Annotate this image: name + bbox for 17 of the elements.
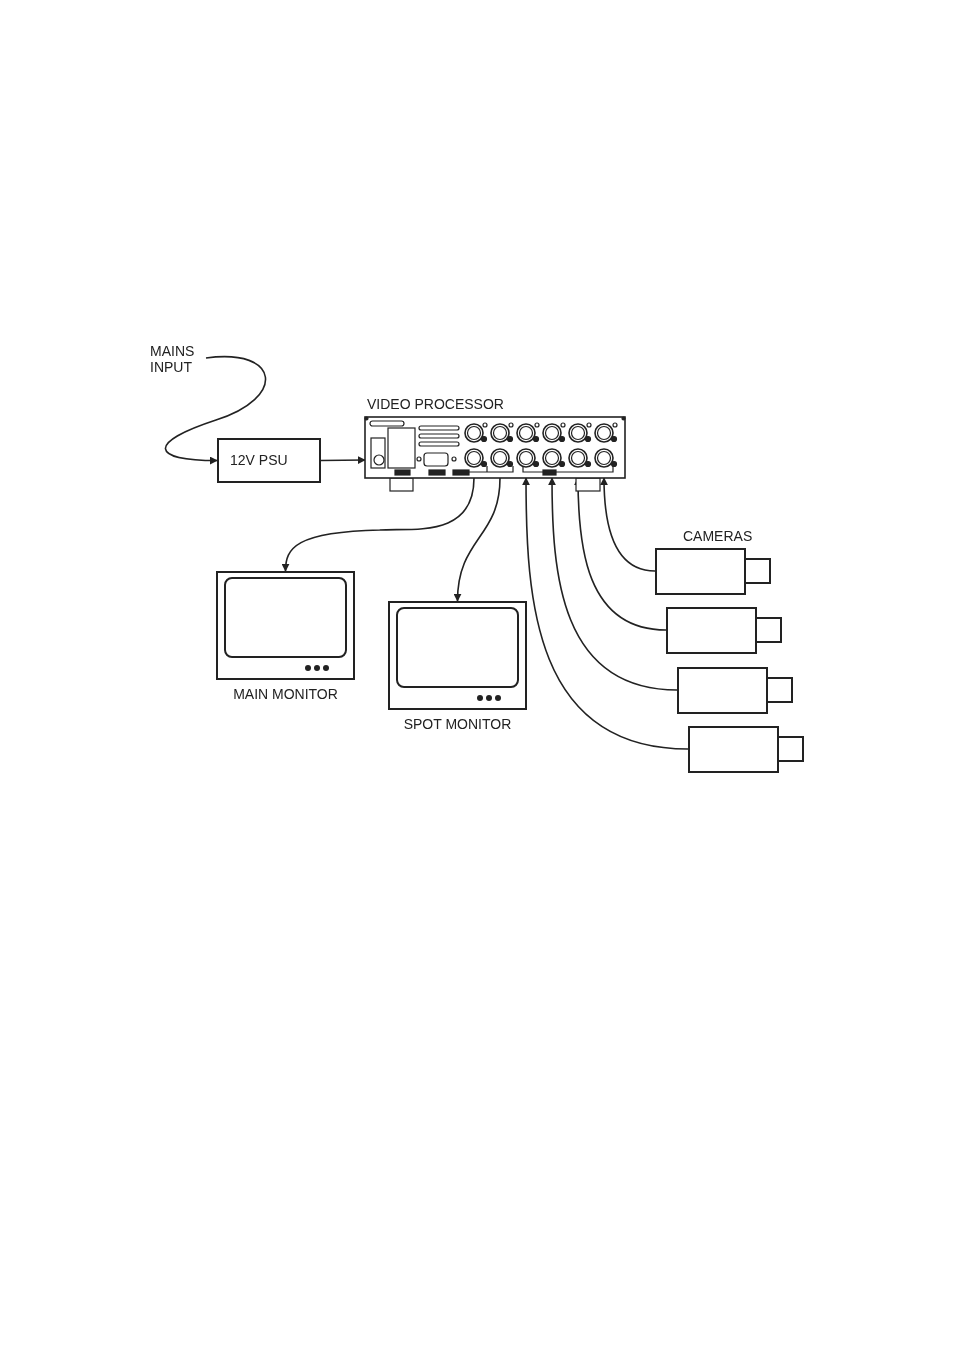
cable-arrow [320, 456, 366, 465]
camera-drawing [677, 667, 793, 714]
device-heading: VIDEO PROCESSOR [367, 396, 504, 412]
cable-arrow [453, 477, 501, 602]
camera-drawing [666, 607, 782, 654]
monitor-label: SPOT MONITOR [403, 716, 512, 732]
camera-drawing [655, 548, 771, 595]
cable-arrow [548, 477, 678, 691]
camera-drawing [688, 726, 804, 773]
cable-arrow [164, 355, 267, 465]
cable-arrow [281, 477, 475, 572]
cable-arrow [600, 477, 656, 572]
psu-box: 12V PSU [217, 438, 321, 483]
input-label: MAINS INPUT [150, 343, 196, 375]
cable-arrow [522, 477, 689, 750]
monitor-label: MAIN MONITOR [233, 686, 338, 702]
group-label: CAMERAS [683, 528, 753, 544]
